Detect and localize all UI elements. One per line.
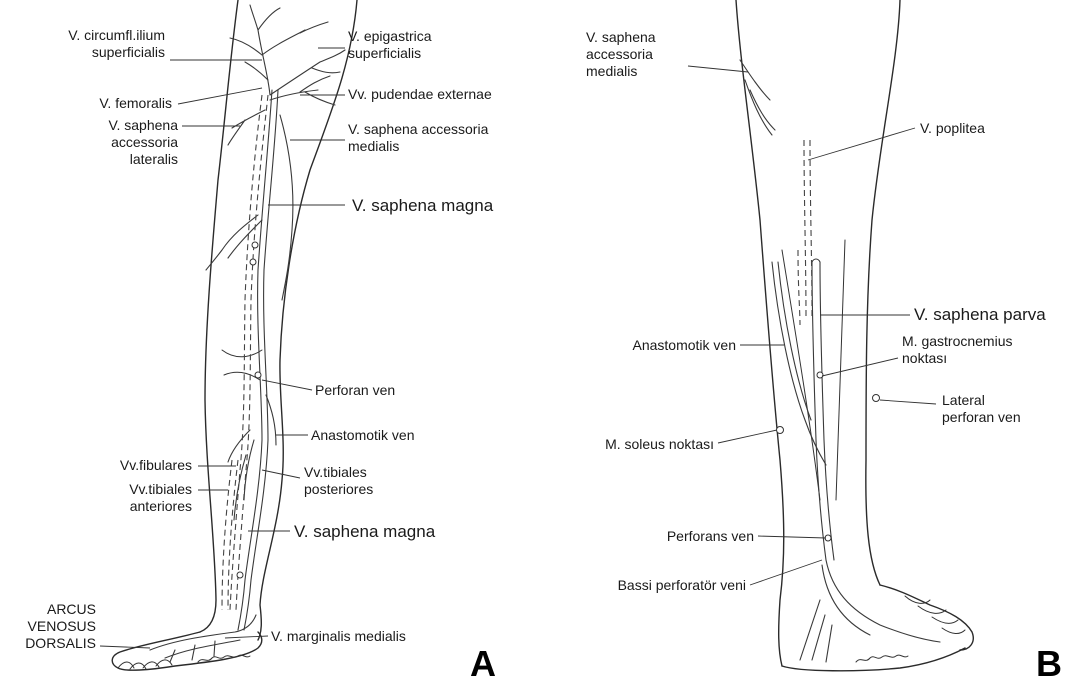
panel-label-b: B (1036, 643, 1062, 682)
label-b-poplitea: V. poplitea (920, 120, 985, 136)
label-b-lateral-perforan-2: perforan ven (942, 409, 1021, 425)
label-femoralis: V. femoralis (99, 95, 172, 111)
label-acc-lateralis-3: lateralis (130, 151, 178, 167)
label-acc-medialis-1: V. saphena accessoria (348, 121, 489, 137)
label-circumfl-1: V. circumfl.ilium (68, 27, 165, 43)
label-tib-anteriores-1: Vv.tibiales (129, 481, 192, 497)
label-circumfl-2: superficialis (92, 44, 165, 60)
label-anastomotik: Anastomotik ven (311, 427, 415, 443)
label-acc-medialis-2: medialis (348, 138, 399, 154)
leaders-b (688, 66, 936, 585)
label-b-gastrocnemius-2: noktası (902, 350, 947, 366)
label-b-bassi: Bassi perforatör veni (618, 577, 746, 593)
label-acc-lateralis-2: accessoria (111, 134, 178, 150)
label-epigastrica-1: V. epigastrica (348, 28, 432, 44)
label-b-acc-medialis-1: V. saphena (586, 29, 656, 45)
label-b-soleus: M. soleus noktası (605, 436, 714, 452)
label-tib-anteriores-2: anteriores (130, 498, 192, 514)
labels-a: V. circumfl.ilium superficialis V. epiga… (25, 27, 496, 682)
label-pudendae: Vv. pudendae externae (348, 86, 492, 102)
label-perforan: Perforan ven (315, 382, 395, 398)
label-b-acc-medialis-3: medialis (586, 63, 637, 79)
label-b-anastomotik: Anastomotik ven (633, 337, 737, 353)
label-tib-posteriores-2: posteriores (304, 481, 373, 497)
label-arcus-1: ARCUS (47, 601, 96, 617)
artist-signature-a (198, 655, 250, 662)
label-b-gastrocnemius-1: M. gastrocnemius (902, 333, 1012, 349)
label-arcus-2: VENOSUS (28, 618, 96, 634)
label-marginalis: V. marginalis medialis (271, 628, 406, 644)
label-b-lateral-perforan-1: Lateral (942, 392, 985, 408)
labels-b: V. saphena accessoria medialis V. poplit… (586, 29, 1062, 682)
label-b-parva: V. saphena parva (914, 305, 1046, 324)
label-magna-lower: V. saphena magna (294, 522, 436, 541)
label-arcus-3: DORSALIS (25, 635, 96, 651)
label-fibulares: Vv.fibulares (120, 457, 192, 473)
panel-label-a: A (470, 643, 496, 682)
label-b-acc-medialis-2: accessoria (586, 46, 653, 62)
label-magna-upper: V. saphena magna (352, 196, 494, 215)
artist-signature-b (856, 655, 908, 662)
label-tib-posteriores-1: Vv.tibiales (304, 464, 367, 480)
label-epigastrica-2: superficialis (348, 45, 421, 61)
label-b-perforans: Perforans ven (667, 528, 754, 544)
label-acc-lateralis-1: V. saphena (108, 117, 178, 133)
